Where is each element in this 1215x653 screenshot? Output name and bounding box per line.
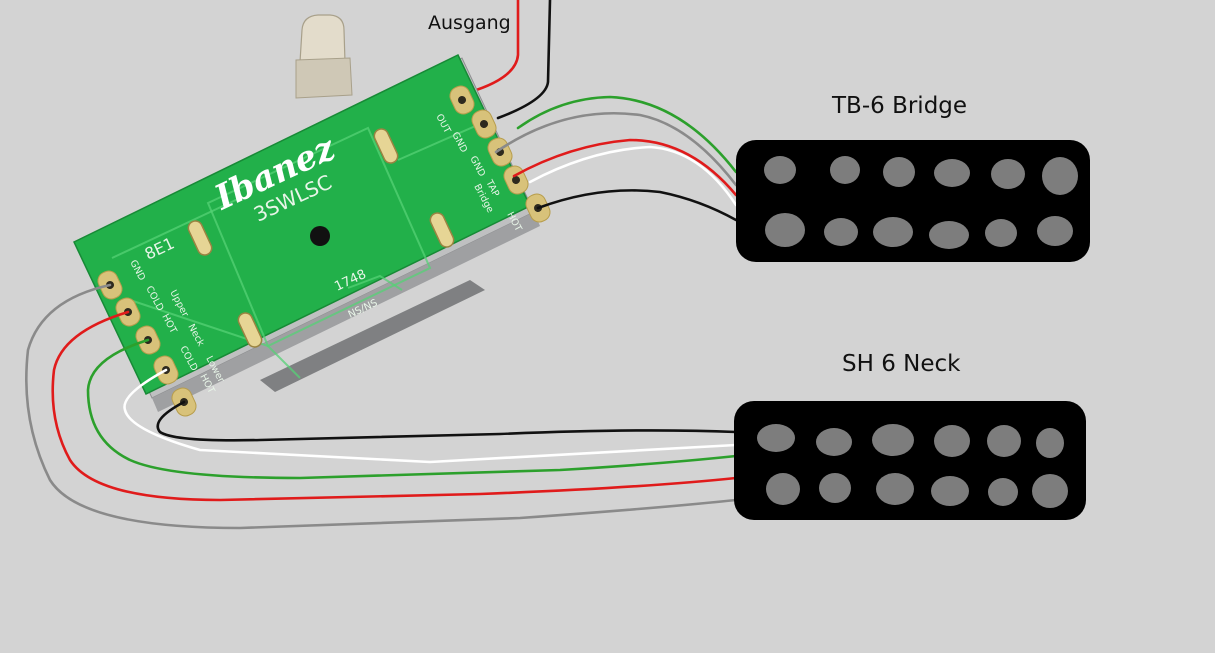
switch-pcb: Ibanez 3SWLSC 8E1 1748 NS/NS OUT GND GND… (73, 53, 551, 417)
neck-pole-pieces (757, 424, 1068, 508)
bridge-pickup-label: TB-6 Bridge (831, 93, 967, 119)
bridge-wires (494, 95, 738, 222)
wire-neck-black (156, 400, 738, 442)
bridge-pickup (736, 140, 1090, 262)
wire-output-red (468, 0, 520, 94)
wire-bridge-red (512, 138, 738, 197)
output-label: Ausgang (428, 12, 511, 34)
wire-bridge-gray (494, 111, 738, 187)
neck-pickup (734, 401, 1086, 520)
bridge-pole-pieces (764, 156, 1078, 249)
wire-neck-red (51, 310, 738, 502)
wire-bridge-green (516, 95, 738, 174)
switch-lever (295, 14, 353, 99)
output-wires (468, 0, 552, 120)
wire-output-black (496, 0, 552, 120)
wire-neck-white (123, 368, 738, 464)
neck-wires (25, 283, 738, 530)
pcb-mount-hole (310, 226, 330, 246)
wire-neck-gray (25, 283, 738, 530)
wire-bridge-white (528, 145, 738, 207)
wire-bridge-black (536, 189, 738, 222)
neck-pickup-label: SH 6 Neck (842, 351, 961, 377)
wire-neck-green (86, 338, 738, 480)
pcb-slots (187, 128, 455, 348)
